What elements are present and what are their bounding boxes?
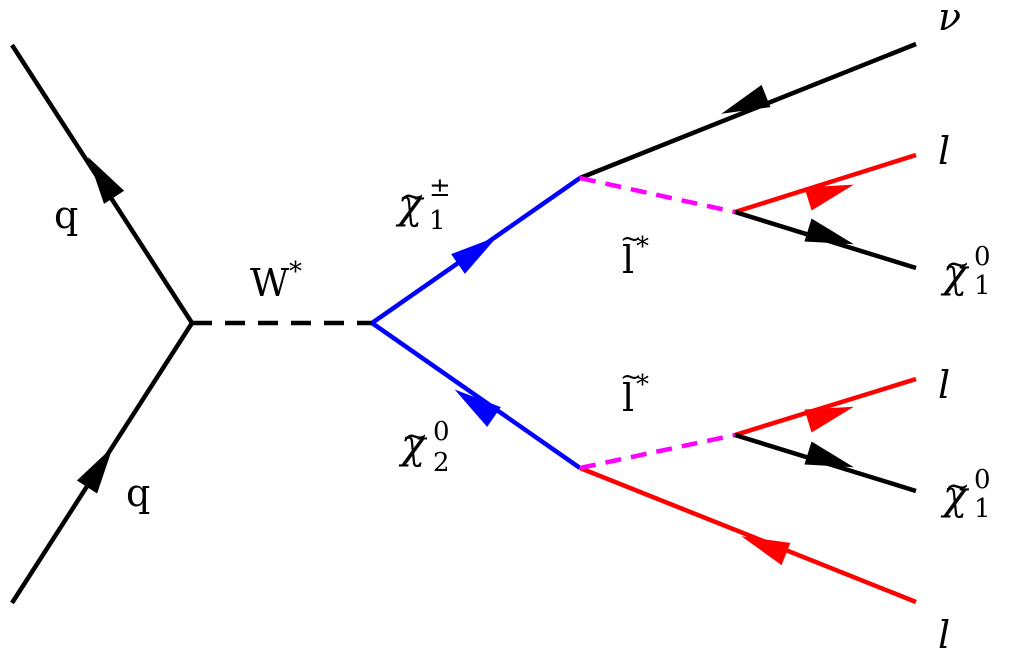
slepton-upper-line [579, 175, 736, 215]
label-neutralino1-upper-sub: 1 [974, 271, 991, 301]
arrow-neutralino1-lower [804, 441, 854, 468]
label-neutralino1-lower-sup: 0 [974, 465, 991, 495]
label-w: W [250, 261, 289, 305]
arrow-quark-bottom [76, 446, 113, 494]
label-chargino-sub: 1 [429, 206, 446, 236]
label-chargino-chi: χ [395, 182, 425, 228]
label-neutralino1-lower-sub: 1 [974, 494, 991, 524]
label-neutralino2: ~ χ 2 0 [398, 417, 450, 478]
label-neutralino1-upper-tilde: ~ [945, 247, 970, 282]
label-slepton-upper-star: * [636, 232, 649, 262]
label-neutralino2-sup: 0 [433, 417, 450, 447]
lepton-bottom-line [579, 465, 917, 605]
neutralino2-line [370, 321, 582, 470]
arrow-neutralino2 [454, 389, 501, 427]
label-chargino: ~ χ 1 ± [395, 173, 451, 236]
label-slepton-lower-tilde: ~ [620, 362, 642, 392]
label-neutralino2-sub: 2 [433, 448, 450, 478]
label-neutralino1-upper-sup: 0 [974, 242, 991, 272]
label-slepton-lower-letter: l [622, 376, 634, 420]
label-neutralino1-lower-tilde: ~ [945, 469, 970, 504]
label-q-bottom: q [126, 471, 150, 515]
label-neutralino1-upper-chi: χ [940, 251, 970, 297]
label-w-sup: * [289, 257, 302, 287]
label-chargino-sup: ± [429, 173, 451, 203]
label-neutralino1-lower: ~ χ 1 0 [940, 465, 991, 524]
label-neutralino2-tilde: ~ [403, 419, 428, 454]
slepton-lower-line [579, 432, 736, 471]
label-w-star: W * [250, 257, 302, 305]
arrow-lepton-upper [804, 184, 854, 211]
label-slepton-lower: ~ l * [620, 362, 649, 420]
label-lepton-bottom: l [938, 613, 950, 657]
neutrino-line [579, 41, 917, 181]
arrowheads [76, 84, 854, 566]
label-neutralino1-upper: ~ χ 1 0 [940, 242, 991, 301]
arrow-neutrino [721, 84, 771, 114]
label-q-top: q [54, 193, 78, 237]
arrow-chargino [451, 236, 498, 274]
arrow-lepton-lower [804, 406, 854, 433]
label-neutralino2-chi: χ [398, 422, 428, 468]
label-slepton-lower-star: * [636, 370, 649, 400]
arrow-quark-top-head [88, 157, 125, 204]
label-lepton-lower: l [938, 363, 950, 407]
arrow-neutralino1-upper [804, 218, 854, 245]
label-slepton-upper: ~ l * [620, 224, 649, 282]
label-nu: ν [938, 0, 961, 39]
lepton-lower-line [734, 376, 917, 438]
label-lepton-upper: l [938, 129, 950, 173]
label-chargino-tilde: ~ [400, 179, 425, 214]
label-slepton-upper-letter: l [622, 238, 634, 282]
label-neutralino1-lower-chi: χ [940, 473, 970, 519]
label-slepton-upper-tilde: ~ [620, 224, 642, 254]
arrow-lepton-bottom [741, 536, 791, 566]
lepton-upper-line [734, 152, 917, 215]
